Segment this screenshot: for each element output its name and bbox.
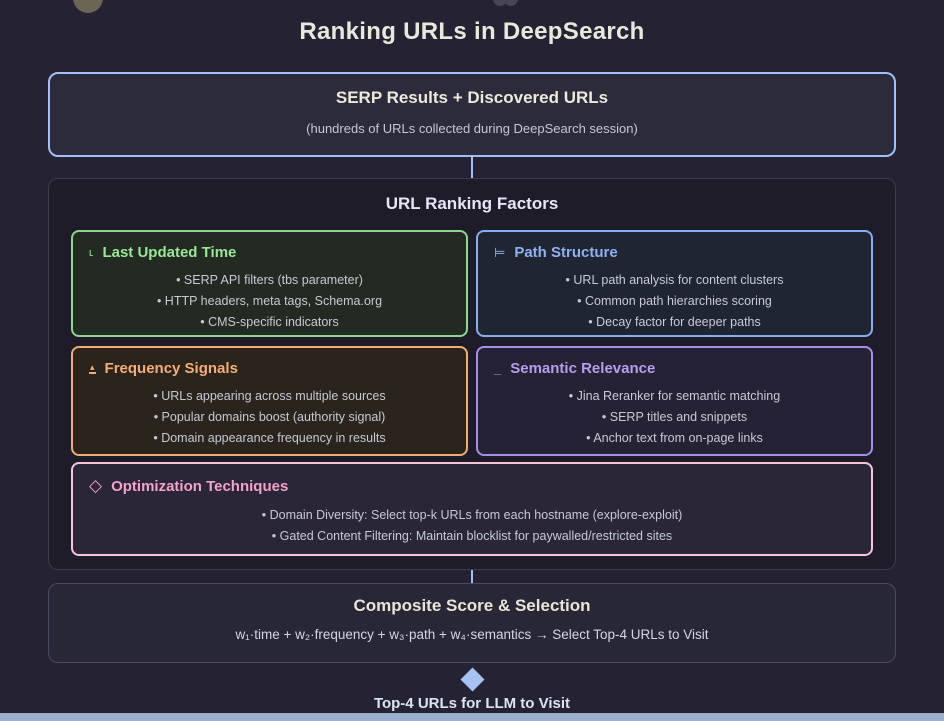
frequency-signals-heading: ▴ Frequency Signals [73,348,466,377]
path-structure-heading: ⊨ Path Structure [478,232,871,261]
page-title: Ranking URLs in DeepSearch [299,18,645,45]
bullet-item: • Jina Reranker for semantic matching [568,389,781,403]
bullet-list: • SERP API filters (tbs parameter) • HTT… [73,270,466,333]
bottom-strip [0,713,944,721]
semantic-relevance-heading: _ Semantic Relevance [478,348,871,377]
footer-label: Top-4 URLs for LLM to Visit [373,695,571,712]
frequency-icon: ▴ [89,362,96,374]
box-title: Optimization Techniques [111,477,289,495]
url-ranking-factors-container: URL Ranking Factors ʟ Last Updated Time … [48,178,896,570]
connector-line [471,570,473,583]
composite-score-title: Composite Score & Selection [353,596,591,615]
bullet-item: • Domain Diversity: Select top-k URLs fr… [261,508,683,522]
serp-results-title: SERP Results + Discovered URLs [335,88,609,107]
box-title: Frequency Signals [104,360,238,377]
composite-score-box: Composite Score & Selection w₁·time + w₂… [48,583,896,663]
optimization-techniques-box: ◇ Optimization Techniques • Domain Diver… [71,462,873,556]
bullet-list: • Jina Reranker for semantic matching • … [478,386,871,449]
factors-row-2: ▴ Frequency Signals • URLs appearing acr… [71,346,873,456]
decorative-circle-purple [504,0,518,6]
path-structure-box: ⊨ Path Structure • URL path analysis for… [476,230,873,337]
semantic-relevance-box: _ Semantic Relevance • Jina Reranker for… [476,346,873,456]
bullet-item: • Common path hierarchies scoring [577,294,772,308]
arrow-diamond-icon [459,667,485,692]
bullet-list: • Domain Diversity: Select top-k URLs fr… [73,505,871,547]
box-title: Semantic Relevance [510,360,656,377]
bullet-item: • Gated Content Filtering: Maintain bloc… [271,529,673,543]
bullet-list: • URL path analysis for content clusters… [478,270,871,333]
path-icon: ⊨ [494,244,506,260]
diamond-icon: ◇ [89,476,103,495]
bullet-item: • SERP titles and snippets [601,410,748,424]
box-title: Path Structure [514,244,618,261]
serp-results-box: SERP Results + Discovered URLs (hundreds… [48,72,896,157]
semantic-icon: _ [494,361,502,376]
serp-results-subtitle: (hundreds of URLs collected during DeepS… [306,121,638,136]
bullet-item: • Popular domains boost (authority signa… [153,410,386,424]
last-updated-time-heading: ʟ Last Updated Time [73,232,466,261]
time-icon: ʟ [89,246,94,259]
bullet-item: • Decay factor for deeper paths [588,315,761,329]
factors-row-1: ʟ Last Updated Time • SERP API filters (… [71,230,873,337]
decorative-circle-olive [73,0,103,13]
last-updated-time-box: ʟ Last Updated Time • SERP API filters (… [71,230,468,337]
optimization-techniques-heading: ◇ Optimization Techniques [73,464,871,496]
bullet-item: • Anchor text from on-page links [586,431,763,445]
factors-title: URL Ranking Factors [385,194,559,213]
factors-row-3: ◇ Optimization Techniques • Domain Diver… [71,462,873,556]
bullet-item: • CMS-specific indicators [200,315,339,329]
decorative-circle-purple [493,0,507,6]
frequency-signals-box: ▴ Frequency Signals • URLs appearing acr… [71,346,468,456]
bullet-item: • SERP API filters (tbs parameter) [176,273,363,287]
diagram-column: Ranking URLs in DeepSearch SERP Results … [48,0,896,712]
box-title: Last Updated Time [102,244,237,261]
bullet-item: • URLs appearing across multiple sources [153,389,386,403]
composite-formula: w₁·time + w₂·frequency + w₃·path + w₄·se… [235,627,709,642]
bullet-list: • URLs appearing across multiple sources… [73,386,466,449]
bullet-item: • Domain appearance frequency in results [153,431,386,445]
connector-line [471,157,473,178]
bullet-item: • HTTP headers, meta tags, Schema.org [156,294,383,308]
bullet-item: • URL path analysis for content clusters [565,273,784,287]
